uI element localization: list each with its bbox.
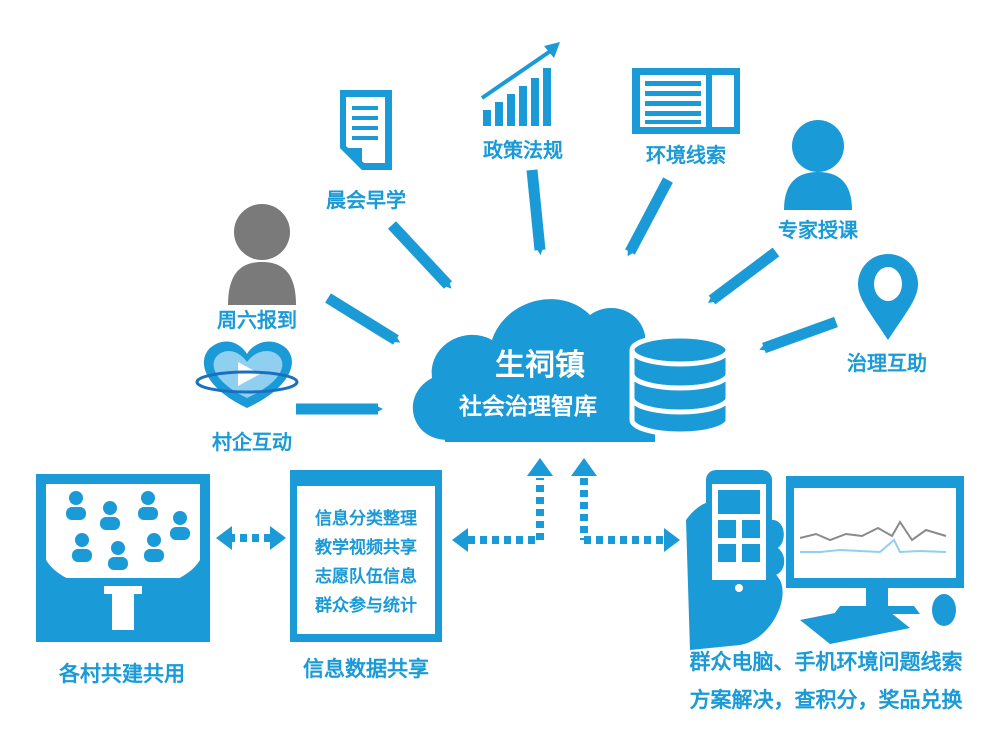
link-devices-cloud [571, 458, 680, 552]
label-info-share: 信息数据共享 [303, 657, 429, 681]
info-item-4: 群众参与统计 [315, 595, 417, 616]
info-item-3: 志愿队伍信息 [315, 566, 417, 587]
list-panel-icon [632, 68, 740, 134]
bar-chart-icon [480, 42, 560, 126]
link-panel-cloud [452, 458, 553, 552]
label-village-enterprise: 村企互动 [212, 430, 292, 454]
person-blue-icon [784, 120, 852, 210]
info-item-1: 信息分类整理 [315, 508, 417, 529]
label-saturday-report: 周六报到 [217, 308, 297, 332]
arrow-morning-study [387, 221, 453, 289]
arrow-saturday-report [325, 293, 401, 345]
arrow-expert-lecture [708, 247, 780, 305]
center-subtitle: 社会治理智库 [459, 393, 597, 420]
database-icon [629, 333, 731, 437]
people-group-icon [36, 474, 210, 642]
arrow-governance-help [759, 316, 838, 354]
video-heart-icon [195, 341, 299, 408]
location-pin-icon [858, 254, 918, 340]
center-title: 生祠镇 [495, 348, 585, 383]
label-village-coshare: 各村共建共用 [58, 662, 185, 686]
label-governance-help: 治理互助 [847, 351, 927, 375]
label-morning-study: 晨会早学 [326, 188, 406, 212]
info-item-2: 教学视频共享 [314, 537, 417, 558]
bottom-right-line2: 方案解决，查积分，奖品兑换 [690, 688, 964, 712]
bottom-right-line1: 群众电脑、手机环境问题线索 [690, 650, 963, 674]
label-policy: 政策法规 [483, 138, 563, 162]
label-expert-lecture: 专家授课 [778, 218, 859, 242]
arrow-policy [526, 169, 546, 255]
document-icon [340, 90, 392, 170]
arrow-environment-clues [625, 177, 673, 257]
devices-icon [686, 470, 964, 650]
cloud-icon [412, 299, 655, 442]
person-gray-icon [228, 204, 296, 305]
info-panel [290, 470, 442, 642]
label-environment-clues: 环境线索 [646, 143, 726, 167]
